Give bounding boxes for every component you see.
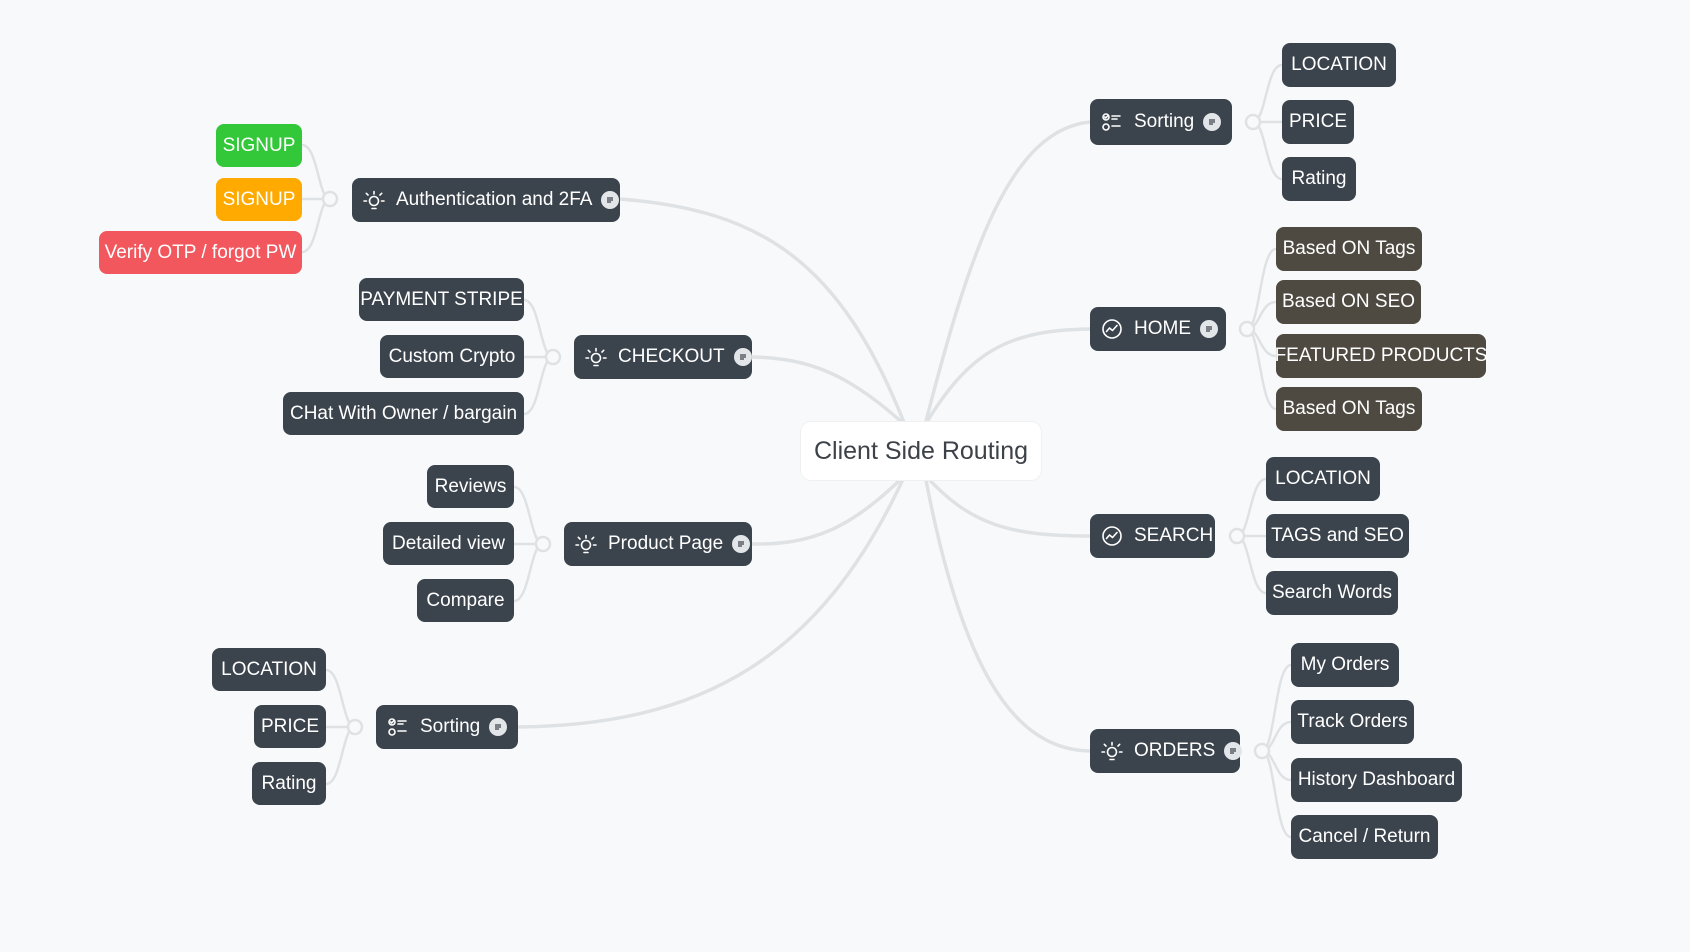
child-tags-and-seo[interactable]: TAGS and SEO <box>1266 514 1409 558</box>
branch-search[interactable]: SEARCH <box>1090 514 1215 558</box>
connector-home <box>923 327 1092 427</box>
child-cancel-return[interactable]: Cancel / Return <box>1291 815 1438 859</box>
child-signup-green[interactable]: SIGNUP <box>216 124 302 167</box>
note-icon[interactable] <box>1203 113 1222 131</box>
child-price[interactable]: PRICE <box>254 705 326 748</box>
child-chat-with-owner[interactable]: CHat With Owner / bargain <box>283 392 524 435</box>
child-location[interactable]: LOCATION <box>1282 43 1396 87</box>
branch-checkout[interactable]: CHECKOUT <box>574 335 752 379</box>
child-my-orders[interactable]: My Orders <box>1291 643 1399 687</box>
branch-label: Sorting <box>420 716 481 737</box>
connector-checkout <box>750 355 907 427</box>
connector-product <box>750 473 907 546</box>
trend-icon <box>1100 317 1124 341</box>
child-payment-stripe[interactable]: PAYMENT STRIPE <box>359 278 524 321</box>
connector-sorting-left <box>516 473 907 729</box>
child-reviews[interactable]: Reviews <box>427 465 514 508</box>
branch-label: CHECKOUT <box>618 346 725 367</box>
lightbulb-icon <box>1100 739 1124 763</box>
checklist-icon <box>1100 110 1124 134</box>
lightbulb-icon <box>574 532 598 556</box>
note-icon[interactable] <box>601 191 620 209</box>
branch-label: ORDERS <box>1134 740 1216 761</box>
child-track-orders[interactable]: Track Orders <box>1291 700 1414 744</box>
trend-icon <box>1100 524 1124 548</box>
child-based-on-tags[interactable]: Based ON Tags <box>1276 387 1422 431</box>
note-icon[interactable] <box>732 535 751 553</box>
branch-label: Authentication and 2FA <box>396 189 593 210</box>
child-custom-crypto[interactable]: Custom Crypto <box>380 335 524 378</box>
child-search-words[interactable]: Search Words <box>1266 571 1398 615</box>
child-compare[interactable]: Compare <box>417 579 514 622</box>
note-icon[interactable] <box>733 348 752 366</box>
collapse-toggle <box>544 348 562 366</box>
child-detailed-view[interactable]: Detailed view <box>383 522 514 565</box>
child-price[interactable]: PRICE <box>1282 100 1354 144</box>
child-based-on-tags[interactable]: Based ON Tags <box>1276 227 1422 271</box>
collapse-toggle <box>1253 742 1271 760</box>
branch-label: HOME <box>1134 318 1191 339</box>
collapse-toggle <box>1244 113 1262 131</box>
branch-label: SEARCH <box>1134 525 1214 546</box>
branch-orders[interactable]: ORDERS <box>1090 729 1243 773</box>
note-icon[interactable] <box>489 718 508 736</box>
connector-orders <box>923 473 1092 753</box>
branch-home[interactable]: HOME <box>1090 307 1226 351</box>
child-rating[interactable]: Rating <box>1282 157 1356 201</box>
branch-authentication[interactable]: Authentication and 2FA <box>352 178 620 222</box>
child-rating[interactable]: Rating <box>252 762 326 805</box>
collapse-toggle <box>534 535 552 553</box>
child-location[interactable]: LOCATION <box>212 648 326 691</box>
child-location[interactable]: LOCATION <box>1266 457 1380 501</box>
note-icon[interactable] <box>1224 742 1243 760</box>
collapse-toggle <box>1228 527 1246 545</box>
child-verify-otp[interactable]: Verify OTP / forgot PW <box>99 231 302 274</box>
branch-label: Sorting <box>1134 111 1195 132</box>
connector-auth <box>618 197 907 427</box>
branch-sorting-left[interactable]: Sorting <box>376 705 518 749</box>
collapse-toggle <box>321 190 339 208</box>
collapse-toggle <box>1238 320 1256 338</box>
connector-search <box>923 473 1092 538</box>
note-icon[interactable] <box>1200 320 1218 338</box>
child-signup-orange[interactable]: SIGNUP <box>216 178 302 221</box>
connector-sorting-right <box>923 120 1092 427</box>
child-history-dashboard[interactable]: History Dashboard <box>1291 758 1462 802</box>
central-topic[interactable]: Client Side Routing <box>801 422 1041 480</box>
child-featured-products[interactable]: FEATURED PRODUCTS <box>1275 334 1487 378</box>
lightbulb-icon <box>362 188 386 212</box>
branch-sorting-right[interactable]: Sorting <box>1090 99 1232 145</box>
collapse-toggle <box>346 718 364 736</box>
branch-product-page[interactable]: Product Page <box>564 522 752 566</box>
branch-label: Product Page <box>608 533 724 554</box>
checklist-icon <box>386 715 410 739</box>
lightbulb-icon <box>584 345 608 369</box>
child-based-on-seo[interactable]: Based ON SEO <box>1276 280 1421 324</box>
